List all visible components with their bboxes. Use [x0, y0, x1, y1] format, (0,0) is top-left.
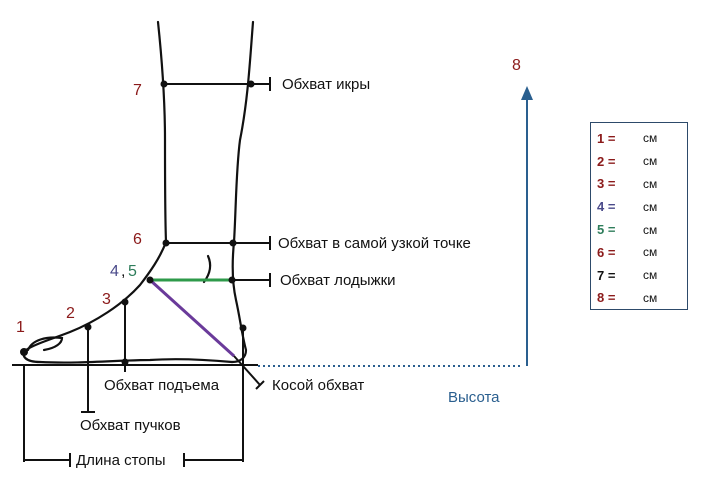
- legend-row: 4 = см: [597, 195, 687, 218]
- point-8-number: 8: [512, 57, 521, 74]
- legend-key: 6 =: [597, 244, 616, 260]
- foot-outline: [22, 20, 255, 364]
- point-5-number: 5: [128, 263, 137, 280]
- legend-row: 6 = см: [597, 241, 687, 264]
- legend-key: 2 =: [597, 153, 616, 169]
- height-arrowhead: [521, 86, 533, 100]
- point-3-number: 3: [102, 291, 111, 308]
- legend-row: 1 = см: [597, 127, 687, 150]
- legend-unit: см: [643, 199, 658, 214]
- legend-key: 7 =: [597, 267, 616, 283]
- length-label: Длина стопы: [76, 452, 166, 469]
- legend-row: 3 = см: [597, 173, 687, 196]
- legend-row: 7 = см: [597, 264, 687, 287]
- legend-unit: см: [643, 222, 658, 237]
- legend-unit: см: [643, 131, 658, 146]
- calf-label: Обхват икры: [282, 76, 370, 93]
- legend-key: 3 =: [597, 176, 616, 192]
- point-45-separator: ,: [121, 263, 125, 280]
- narrowest-label: Обхват в самой узкой точке: [278, 235, 471, 252]
- legend-unit: см: [643, 290, 658, 305]
- legend-key: 8 =: [597, 290, 616, 306]
- narrowest-measure-line: [166, 236, 271, 250]
- legend-row: 8 = см: [597, 287, 687, 310]
- measurements-legend: 1 = см 2 = см 3 = см 4 = см 5 = см 6 = с…: [590, 122, 688, 310]
- legend-row: 2 = см: [597, 150, 687, 173]
- point-6-number: 6: [133, 231, 142, 248]
- legend-unit: см: [643, 154, 658, 169]
- height-label: Высота: [448, 389, 500, 406]
- legend-unit: см: [643, 268, 658, 283]
- point-1-number: 1: [16, 319, 25, 336]
- diagonal-label: Косой обхват: [272, 377, 364, 394]
- ankle-label: Обхват лодыжки: [280, 272, 396, 289]
- point-4-number: 4: [110, 263, 119, 280]
- point-2-number: 2: [66, 305, 75, 322]
- legend-key: 4 =: [597, 199, 616, 215]
- ball-label: Обхват пучков: [80, 417, 181, 434]
- legend-key: 1 =: [597, 130, 616, 146]
- point-7-number: 7: [133, 82, 142, 99]
- instep-label: Обхват подъема: [104, 377, 220, 394]
- diagonal-measure-line: [148, 278, 236, 358]
- legend-unit: см: [643, 245, 658, 260]
- ball-measure-line: [81, 327, 95, 413]
- legend-key: 5 =: [597, 222, 616, 238]
- legend-unit: см: [643, 176, 658, 191]
- length-measure-bracket: [23, 328, 244, 467]
- legend-row: 5 = см: [597, 218, 687, 241]
